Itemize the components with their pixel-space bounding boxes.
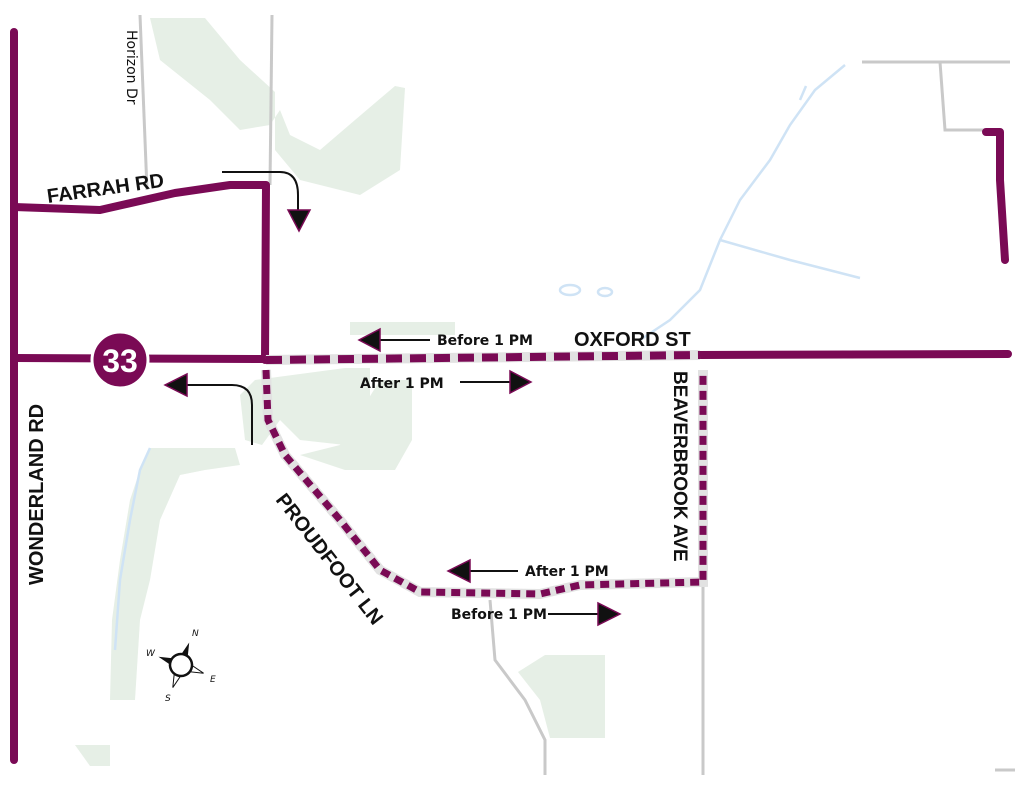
time-label-oxford-westbound: Before 1 PM <box>437 333 533 349</box>
east-local-road <box>862 60 985 132</box>
oxford-st-east-route <box>696 350 1012 359</box>
oxford-turn-arrowhead-icon <box>163 372 188 398</box>
base-roads <box>138 14 1015 775</box>
compass-s: S <box>165 694 171 704</box>
route-33-solid <box>10 28 1012 764</box>
street-label-beaverbrook: BEAVERBROOK AVE <box>669 371 690 562</box>
oxford-westbound-arrowhead-icon <box>357 327 381 353</box>
oxford-turn-arrow-line <box>185 384 253 445</box>
route-number: 33 <box>102 343 138 379</box>
proudfoot-beaverbrook-dashed-route <box>262 369 707 598</box>
direction-arrows <box>185 171 600 615</box>
arrow-heads <box>163 209 622 627</box>
compass-n: N <box>192 629 199 639</box>
proudfoot-eastbound-arrowhead-icon <box>597 601 622 627</box>
route-badge: 33 <box>90 330 150 390</box>
time-label-oxford-eastbound: After 1 PM <box>360 376 444 392</box>
oxford-eastbound-arrowhead-icon <box>509 369 533 395</box>
street-label-wonderland: WONDERLAND RD <box>26 404 48 585</box>
street-label-horizon: Horizon Dr <box>123 30 139 105</box>
park-areas <box>75 18 605 766</box>
compass-letters: N E S W <box>146 629 216 704</box>
oxford-st-dashed-route <box>265 351 701 364</box>
horizon-dr-road <box>138 14 149 191</box>
time-label-proudfoot-westbound: After 1 PM <box>525 564 609 580</box>
compass-rose-icon <box>158 642 204 688</box>
proudfoot-westbound-arrowhead-icon <box>446 558 471 584</box>
park-area-center <box>240 322 455 470</box>
farrah-rd-route <box>10 181 270 364</box>
street-label-oxford: OXFORD ST <box>574 329 691 351</box>
time-label-proudfoot-eastbound: Before 1 PM <box>451 607 547 623</box>
watercourses <box>113 64 861 651</box>
time-labels: Before 1 PM After 1 PM After 1 PM Before… <box>360 333 609 623</box>
northeast-route <box>982 128 1009 264</box>
park-area-southeast <box>518 655 605 738</box>
park-area-bottom-left <box>75 745 110 766</box>
compass-w: W <box>146 649 156 659</box>
south-local-road <box>488 599 547 775</box>
compass-e: E <box>210 675 216 685</box>
north-road <box>268 14 274 186</box>
farrah-turn-arrowhead-icon <box>286 209 312 233</box>
farrah-turn-arrow-line <box>222 171 299 210</box>
park-area-north <box>150 18 405 195</box>
route-33-dashed <box>261 350 708 600</box>
park-area-southwest <box>110 448 240 700</box>
